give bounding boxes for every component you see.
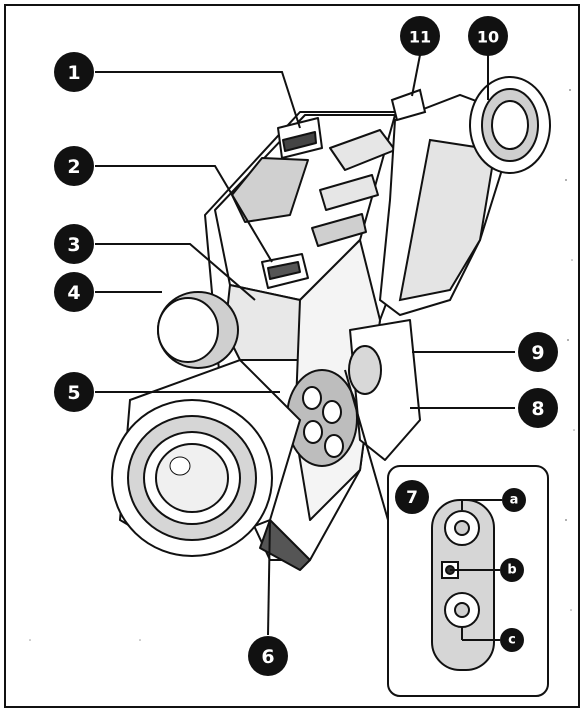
top-clip bbox=[390, 88, 427, 122]
callout-10: 10 bbox=[468, 16, 508, 56]
callout-5: 5 bbox=[54, 372, 94, 412]
inset-pointer-line bbox=[344, 369, 389, 521]
callout-1: 1 bbox=[54, 52, 94, 92]
callout-6-label: 6 bbox=[261, 646, 274, 668]
callout-7: 7 bbox=[395, 480, 429, 514]
callout-5-label: 5 bbox=[67, 382, 80, 404]
callout-2-label: 2 bbox=[67, 156, 80, 178]
callout-2: 2 bbox=[54, 146, 94, 186]
callout-11-label: 11 bbox=[409, 28, 431, 47]
callout-9: 9 bbox=[518, 332, 558, 372]
callout-1-label: 1 bbox=[67, 62, 80, 84]
callout-4: 4 bbox=[54, 272, 94, 312]
viewfinder bbox=[378, 76, 551, 317]
callout-7b: b bbox=[500, 558, 524, 582]
callout-7c: c bbox=[500, 628, 524, 652]
callout-6: 6 bbox=[248, 636, 288, 676]
microphone bbox=[157, 291, 239, 369]
inset-jack-panel bbox=[431, 499, 495, 671]
callout-3-label: 3 bbox=[67, 234, 80, 256]
lens-assembly bbox=[111, 358, 302, 557]
scan-speckle bbox=[29, 89, 575, 641]
callout-4-label: 4 bbox=[67, 282, 80, 304]
callout-8-label: 8 bbox=[531, 398, 544, 420]
callout-7a-label: a bbox=[510, 493, 519, 508]
callout-3: 3 bbox=[54, 224, 94, 264]
callout-11: 11 bbox=[400, 16, 440, 56]
inset-leader-lines bbox=[450, 499, 502, 641]
callout-9-label: 9 bbox=[531, 342, 544, 364]
leader-lines bbox=[95, 54, 515, 636]
callout-8: 8 bbox=[518, 388, 558, 428]
frame-border bbox=[4, 4, 580, 708]
callout-7b-label: b bbox=[507, 563, 516, 578]
callout-7a: a bbox=[502, 488, 526, 512]
callout-10-label: 10 bbox=[477, 28, 499, 47]
callout-7-label: 7 bbox=[406, 488, 418, 508]
callout-7c-label: c bbox=[508, 633, 516, 648]
